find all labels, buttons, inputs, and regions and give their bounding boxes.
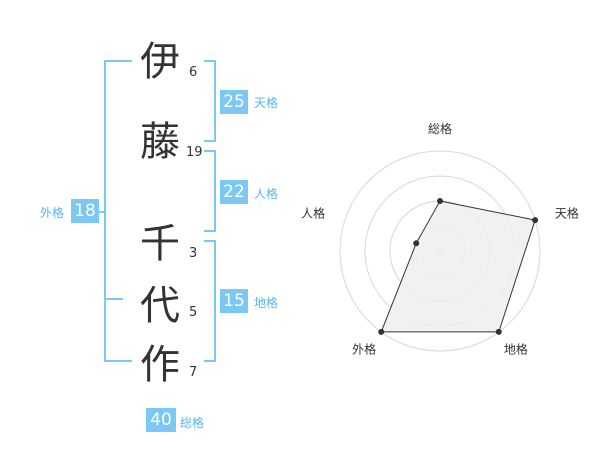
stroke-count-5: 7 <box>189 365 198 380</box>
soukaku-label: 総格 <box>180 416 205 430</box>
tenkaku-label: 天格 <box>254 96 279 110</box>
jinkaku-label: 人格 <box>254 187 279 201</box>
radar-area <box>380 200 536 333</box>
name-char-1: 伊 <box>140 39 180 85</box>
gaikaku-bracket <box>104 60 132 362</box>
name-char-3: 千 <box>140 221 180 267</box>
tenkaku-bracket <box>204 60 216 142</box>
radar-point <box>437 198 443 204</box>
gaikaku-label: 外格 <box>40 206 65 220</box>
radar-axis-label: 外格 <box>352 342 376 357</box>
stroke-count-1: 6 <box>189 65 198 80</box>
radar-point <box>532 217 539 224</box>
chikaku-bracket <box>204 240 216 362</box>
radar-ring <box>339 150 541 352</box>
soukaku-value-badge: 40 <box>146 408 176 432</box>
chikaku-label: 地格 <box>254 296 279 310</box>
name-char-2: 藤 <box>140 119 180 165</box>
name-char-4: 代 <box>140 283 180 329</box>
name-char-5: 作 <box>140 342 180 388</box>
jinkaku-value-badge: 22 <box>220 180 248 204</box>
radar-axis-label: 総格 <box>428 121 452 136</box>
radar-point <box>378 328 385 335</box>
tenkaku-value-badge: 25 <box>220 90 248 114</box>
gaikaku-divider-tick <box>105 298 123 300</box>
gaikaku-tick <box>96 211 105 213</box>
chikaku-value-badge: 15 <box>220 289 248 313</box>
radar-point <box>495 328 502 335</box>
radar-point <box>413 240 420 247</box>
radar-axis-label: 地格 <box>504 342 528 357</box>
stroke-count-4: 5 <box>189 305 198 320</box>
radar-axis-label: 人格 <box>301 205 325 220</box>
stroke-count-3: 3 <box>189 246 198 261</box>
jinkaku-bracket <box>204 150 216 232</box>
stroke-count-2: 19 <box>186 145 203 160</box>
radar-axis-label: 天格 <box>555 205 579 220</box>
gaikaku-value-badge: 18 <box>71 199 99 223</box>
